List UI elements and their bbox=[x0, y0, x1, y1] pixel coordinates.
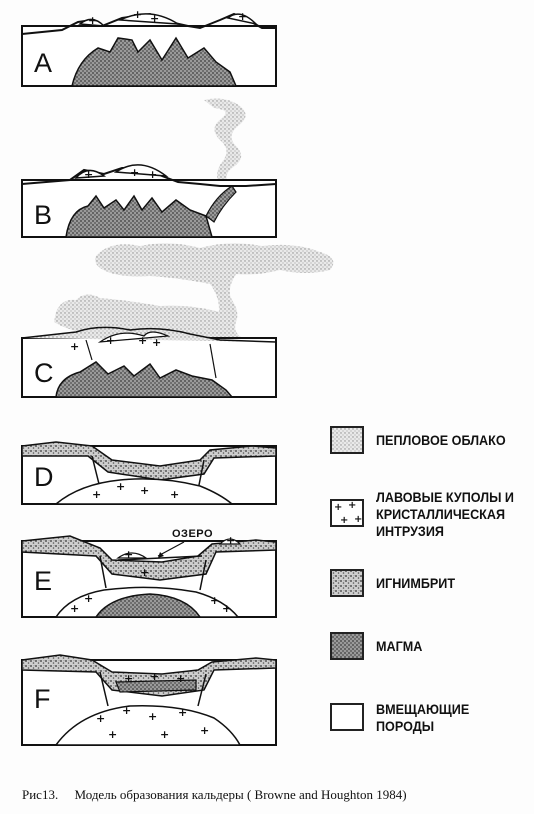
svg-text:+: + bbox=[222, 602, 231, 615]
panel-b-drawing: + + + bbox=[21, 98, 277, 238]
svg-text:+: + bbox=[238, 10, 247, 23]
svg-text:+: + bbox=[70, 340, 79, 353]
svg-text:+: + bbox=[160, 728, 169, 741]
panel-c-drawing: + + + + bbox=[21, 243, 334, 398]
svg-text:+: + bbox=[138, 334, 147, 347]
legend-swatch-ash-cloud bbox=[330, 426, 364, 454]
svg-text:+: + bbox=[130, 166, 139, 179]
legend-swatch-host-rock bbox=[330, 703, 364, 731]
svg-text:+: + bbox=[140, 484, 149, 497]
svg-text:+: + bbox=[210, 594, 219, 607]
legend-label-ignimbrite: ИГНИМБРИТ bbox=[376, 575, 456, 591]
panel-letter-b: B bbox=[34, 200, 53, 230]
legend-label-ash-cloud: ПЕПЛОВОЕ ОБЛАКО bbox=[376, 432, 506, 448]
panel-d-drawing: + + + + bbox=[21, 441, 277, 505]
panel-letter-a: A bbox=[34, 48, 53, 78]
svg-text:+: + bbox=[200, 724, 209, 737]
panel-letter-c: C bbox=[34, 358, 54, 388]
svg-text:+: + bbox=[122, 704, 131, 717]
svg-text:+: + bbox=[178, 706, 187, 719]
svg-text:+: + bbox=[150, 12, 159, 25]
legend-swatch-lava-domes bbox=[330, 499, 364, 527]
legend-swatches: ++++ bbox=[331, 427, 363, 730]
svg-text:+: + bbox=[170, 488, 179, 501]
svg-text:+: + bbox=[106, 334, 115, 347]
panel-a-drawing: + + + + bbox=[21, 8, 277, 87]
legend-label-host-rock: ВМЕЩАЮЩИЕ ПОРОДЫ bbox=[376, 701, 470, 734]
svg-text:+: + bbox=[70, 602, 79, 615]
legend-label-magma: МАГМА bbox=[376, 638, 423, 654]
svg-text:+: + bbox=[108, 728, 117, 741]
svg-text:+: + bbox=[226, 534, 235, 547]
svg-text:+: + bbox=[84, 168, 93, 181]
svg-text:+: + bbox=[124, 672, 133, 685]
svg-text:+: + bbox=[84, 592, 93, 605]
panel-letter-f: F bbox=[34, 684, 51, 714]
panel-letter-e: E bbox=[34, 566, 53, 596]
svg-text:+: + bbox=[148, 168, 157, 181]
svg-text:+: + bbox=[334, 502, 342, 513]
svg-text:+: + bbox=[124, 548, 133, 561]
svg-text:+: + bbox=[140, 566, 149, 579]
panel-letter-d: D bbox=[34, 462, 54, 492]
svg-text:+: + bbox=[116, 480, 125, 493]
lake-label: ОЗЕРО bbox=[172, 528, 214, 540]
svg-text:+: + bbox=[176, 672, 185, 685]
svg-text:+: + bbox=[150, 670, 159, 683]
panel-e-drawing: +++ ++++ bbox=[21, 534, 277, 618]
svg-text:+: + bbox=[340, 515, 348, 526]
svg-text:+: + bbox=[348, 500, 356, 511]
panel-f-drawing: +++ ++++ +++ bbox=[21, 654, 277, 746]
svg-text:+: + bbox=[148, 710, 157, 723]
svg-text:+: + bbox=[88, 14, 97, 27]
figure-caption: Рис13. Модель образования кальдеры ( Bro… bbox=[22, 787, 407, 802]
legend-swatch-magma bbox=[330, 632, 364, 660]
svg-text:+: + bbox=[92, 488, 101, 501]
svg-text:+: + bbox=[152, 336, 161, 349]
legend-swatch-ignimbrite bbox=[330, 569, 364, 597]
svg-text:+: + bbox=[96, 712, 105, 725]
svg-text:+: + bbox=[354, 514, 362, 525]
svg-text:+: + bbox=[133, 8, 142, 21]
legend-label-lava-domes: ЛАВОВЫЕ КУПОЛЫ И КРИСТАЛЛИЧЕСКАЯ ИНТРУЗИ… bbox=[376, 489, 514, 539]
